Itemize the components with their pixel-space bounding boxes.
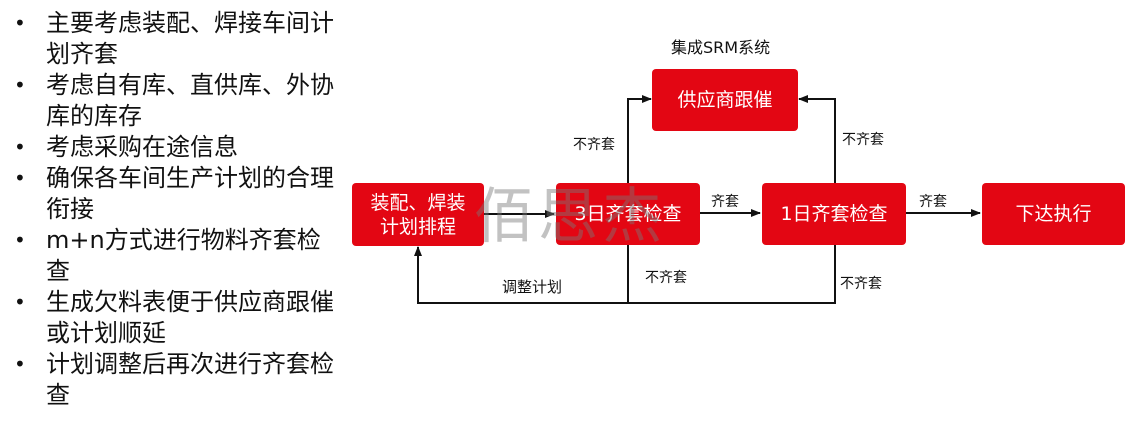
label-complete-2: 齐套 [919, 194, 947, 210]
bullet-dot: • [14, 166, 26, 190]
bullet-dot: • [14, 135, 26, 159]
bullet-text: m+n方式进行物料齐套检查 [46, 226, 321, 285]
label-incomplete-up-left: 不齐套 [573, 137, 615, 153]
bullet-list: • 主要考虑装配、焊接车间计划齐套 • 考虑自有库、直供库、外协库的库存 • 考虑采购… [14, 8, 344, 411]
bullet-dot: • [14, 228, 26, 252]
bullet-text: 生成欠料表便于供应商跟催或计划顺延 [46, 288, 334, 347]
arrow-feedback-to-plan [414, 245, 836, 304]
bullet-text: 考虑采购在途信息 [46, 133, 238, 161]
bullet-text: 确保各车间生产计划的合理衔接 [46, 164, 334, 223]
bullet-item: • 确保各车间生产计划的合理衔接 [14, 163, 344, 225]
label-incomplete-up-right: 不齐套 [842, 132, 884, 148]
node-assembly-plan: 装配、焊装计划排程 [352, 183, 484, 246]
bullet-item: • 主要考虑装配、焊接车间计划齐套 [14, 8, 344, 70]
node-supplier-followup: 供应商跟催 [652, 69, 798, 131]
bullet-text: 主要考虑装配、焊接车间计划齐套 [46, 9, 334, 68]
bullet-text: 考虑自有库、直供库、外协库的库存 [46, 71, 334, 130]
arrow-1day-to-supplier [798, 95, 836, 183]
bullet-dot: • [14, 290, 26, 314]
bullet-item: • 考虑自有库、直供库、外协库的库存 [14, 70, 344, 132]
label-complete-1: 齐套 [711, 194, 739, 210]
node-release: 下达执行 [982, 183, 1125, 245]
bullet-item: • 生成欠料表便于供应商跟催或计划顺延 [14, 287, 344, 349]
bullet-dot: • [14, 352, 26, 376]
bullet-item: • m+n方式进行物料齐套检查 [14, 225, 344, 287]
bullet-item: • 考虑采购在途信息 [14, 132, 344, 163]
node-check-1day: 1日齐套检查 [762, 183, 906, 245]
label-adjust-plan: 调整计划 [502, 278, 563, 296]
bullet-item: • 计划调整后再次进行齐套检查 [14, 349, 344, 411]
label-incomplete-down-right: 不齐套 [840, 276, 882, 292]
system-caption: 集成SRM系统 [671, 38, 771, 57]
bullet-text: 计划调整后再次进行齐套检查 [46, 350, 334, 409]
bullet-dot: • [14, 73, 26, 97]
label-incomplete-down-left: 不齐套 [645, 270, 687, 286]
node-check-3day: 3日齐套检查 [556, 183, 700, 245]
arrow-3day-to-supplier [627, 95, 652, 183]
bullet-dot: • [14, 11, 26, 35]
